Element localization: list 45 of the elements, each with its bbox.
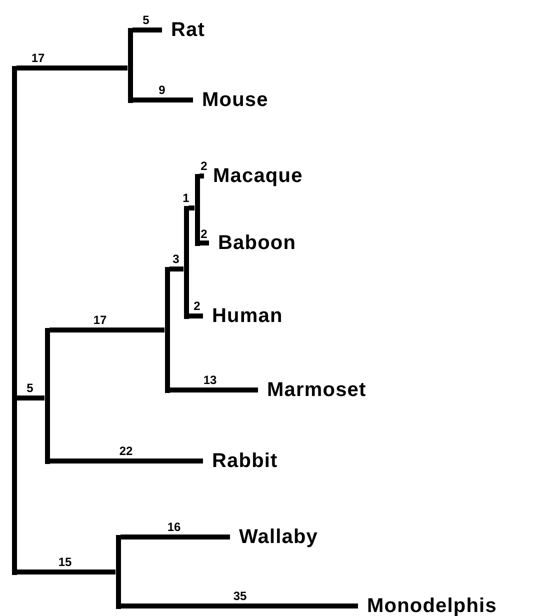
- branch-node-bar: [128, 28, 132, 102]
- branch-node-bar: [44, 328, 50, 464]
- branch-length: 1: [182, 192, 190, 204]
- branch-length: 15: [58, 556, 72, 568]
- branch-length: 17: [93, 314, 107, 326]
- branch-line: [170, 266, 184, 272]
- branch-line: [132, 28, 162, 32]
- branch-line: [200, 174, 204, 178]
- branch-line: [188, 314, 203, 318]
- taxon-label: Marmoset: [258, 378, 366, 402]
- branch-line: [200, 240, 209, 246]
- branch-length: 5: [26, 382, 34, 394]
- branch-length: 35: [233, 590, 247, 602]
- branch-line: [170, 388, 258, 392]
- branch-length: 5: [142, 14, 150, 26]
- taxon-label: Mouse: [193, 88, 268, 112]
- branch-line: [120, 534, 230, 540]
- branch-length: 13: [203, 374, 217, 386]
- taxon-label: Rat: [162, 18, 206, 42]
- taxon-label: Rabbit: [203, 449, 278, 473]
- taxon-label: Monodelphis: [358, 594, 497, 616]
- branch-line: [188, 206, 194, 210]
- branch-line: [16, 66, 128, 70]
- branch-length: 2: [200, 160, 208, 172]
- branch-node-bar: [116, 534, 120, 608]
- branch-line: [120, 604, 358, 608]
- branch-length: 17: [31, 52, 45, 64]
- branch-line: [50, 458, 203, 464]
- branch-node-bar: [12, 66, 16, 574]
- taxon-label: Human: [203, 304, 283, 328]
- branch-length: 16: [167, 521, 181, 533]
- branch-node-bar: [164, 266, 170, 392]
- branch-line: [132, 98, 193, 102]
- branch-node-bar: [194, 174, 200, 246]
- branch-length: 2: [200, 228, 208, 240]
- branch-length: 3: [172, 253, 180, 265]
- taxon-label: Baboon: [209, 231, 296, 255]
- branch-length: 2: [194, 300, 200, 312]
- branch-line: [50, 328, 164, 332]
- branch-line: [16, 396, 44, 400]
- taxon-label: Wallaby: [230, 525, 318, 549]
- branch-line: [16, 570, 116, 574]
- branch-length: 22: [119, 445, 133, 457]
- branch-node-bar: [184, 206, 188, 318]
- branch-length: 9: [158, 84, 166, 96]
